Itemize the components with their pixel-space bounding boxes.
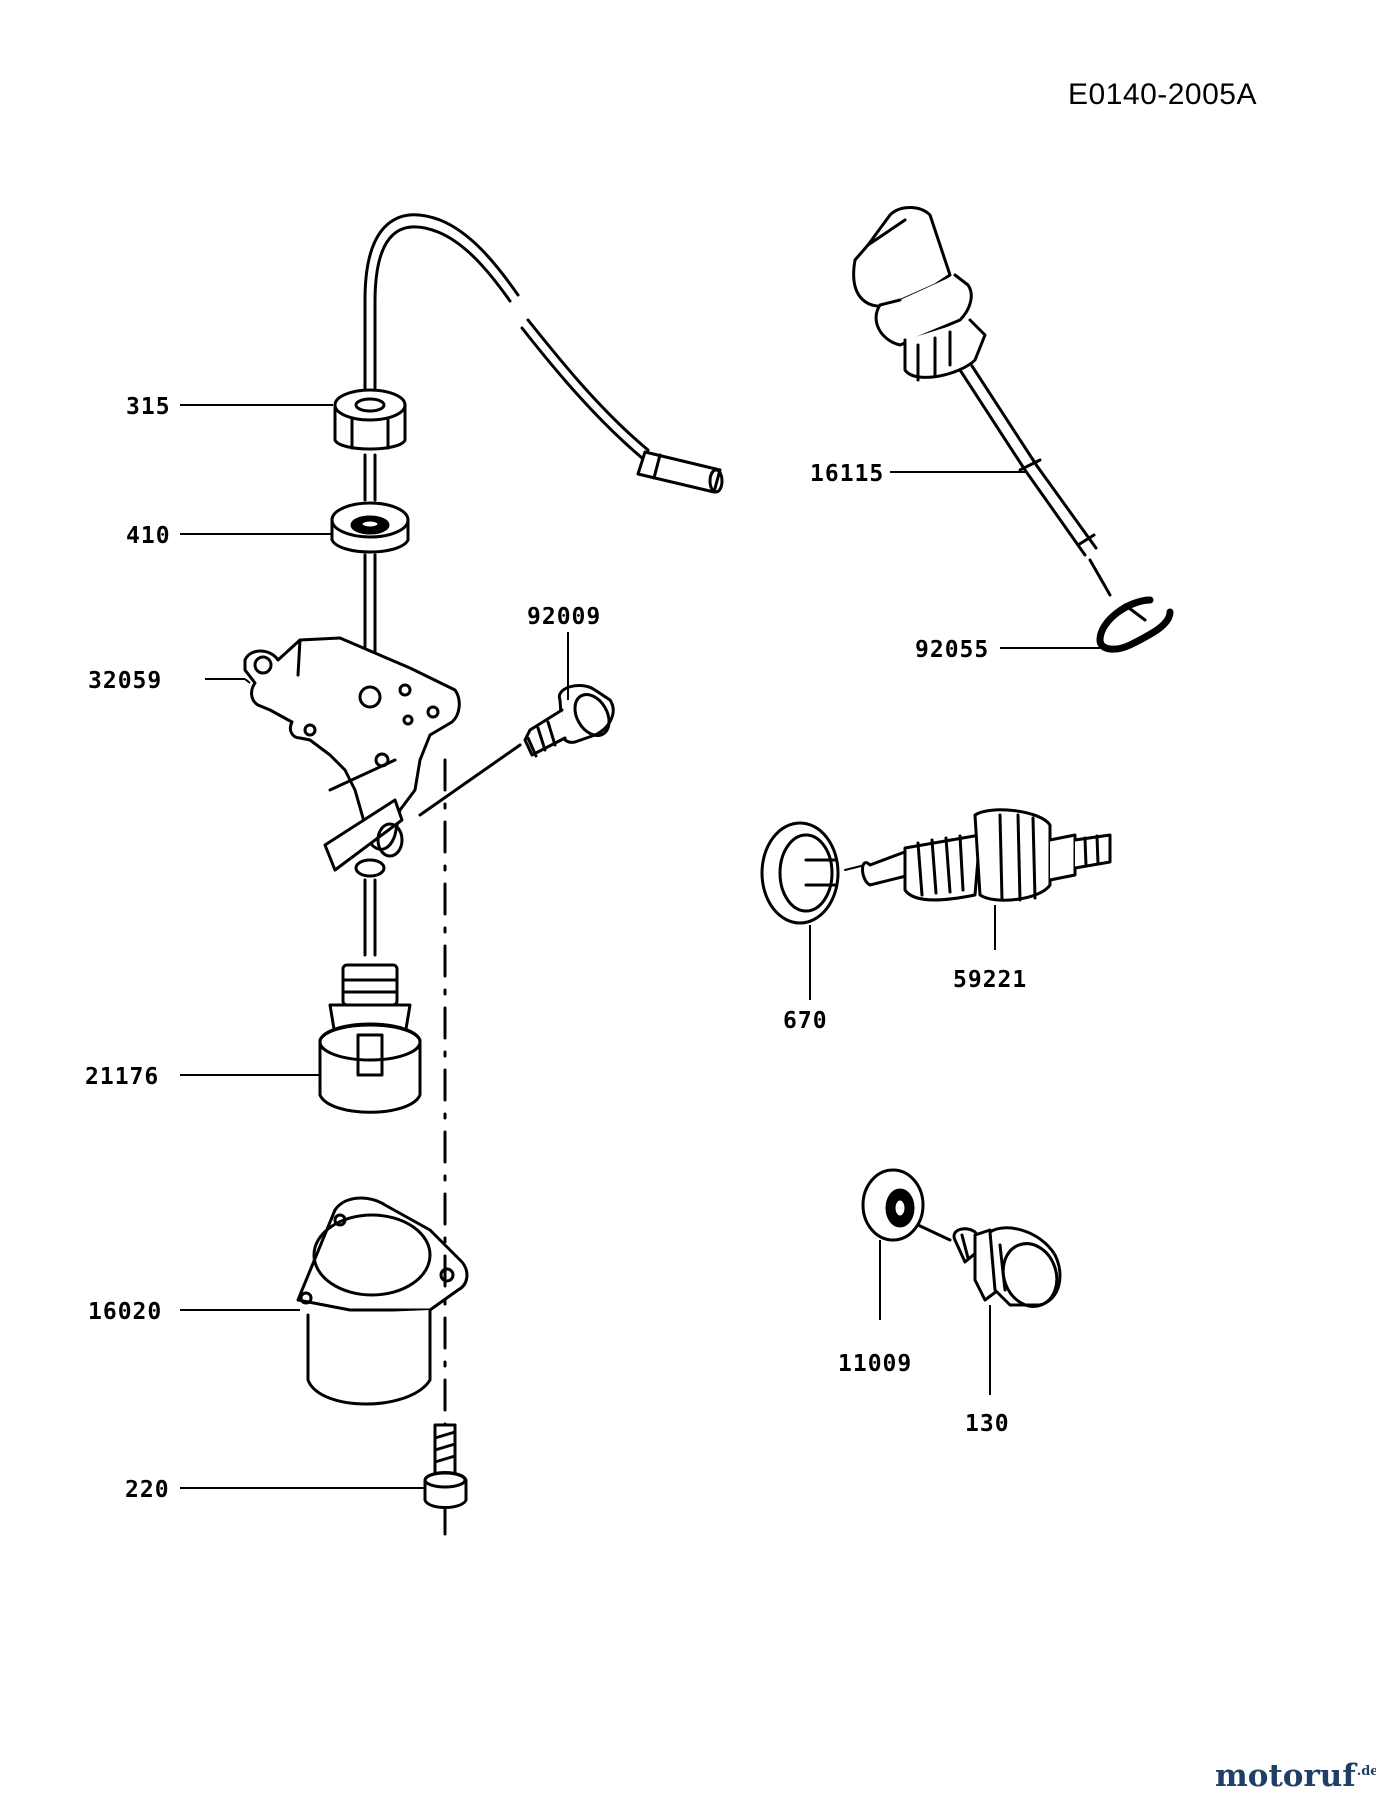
- part-label-92055: 92055: [915, 637, 989, 663]
- gasket-11009: [861, 1168, 952, 1242]
- part-label-92009: 92009: [527, 604, 601, 630]
- bracket-32059: [243, 636, 461, 878]
- part-label-130: 130: [965, 1411, 1010, 1437]
- part-label-220: 220: [125, 1477, 170, 1503]
- part-label-410: 410: [126, 523, 171, 549]
- plug-130: [952, 1226, 1062, 1308]
- watermark-tld: .de: [1356, 1763, 1376, 1779]
- watermark-text: motoruf: [1215, 1758, 1356, 1794]
- watermark-logo: motoruf.de: [1215, 1758, 1376, 1794]
- clip-92055: [1096, 596, 1174, 653]
- part-label-32059: 32059: [88, 668, 162, 694]
- dipstick-16115: [852, 206, 1112, 597]
- diagram-id: E0140-2005A: [1068, 78, 1257, 111]
- part-label-670: 670: [783, 1008, 828, 1034]
- float-21176: [318, 963, 422, 1114]
- grommet-410: [330, 501, 410, 554]
- part-label-315: 315: [126, 394, 171, 420]
- nut-315: [333, 388, 407, 451]
- part-label-11009: 11009: [838, 1351, 912, 1377]
- fitting-59221: [861, 808, 1112, 902]
- screw-220: [423, 1423, 468, 1509]
- part-label-16020: 16020: [88, 1299, 162, 1325]
- cup-16020: [296, 1196, 469, 1406]
- part-label-21176: 21176: [85, 1064, 159, 1090]
- part-label-59221: 59221: [953, 967, 1027, 993]
- part-label-16115: 16115: [810, 461, 884, 487]
- sensor-wire: [363, 213, 724, 494]
- washer-670: [760, 821, 866, 925]
- screw-92009: [418, 684, 615, 817]
